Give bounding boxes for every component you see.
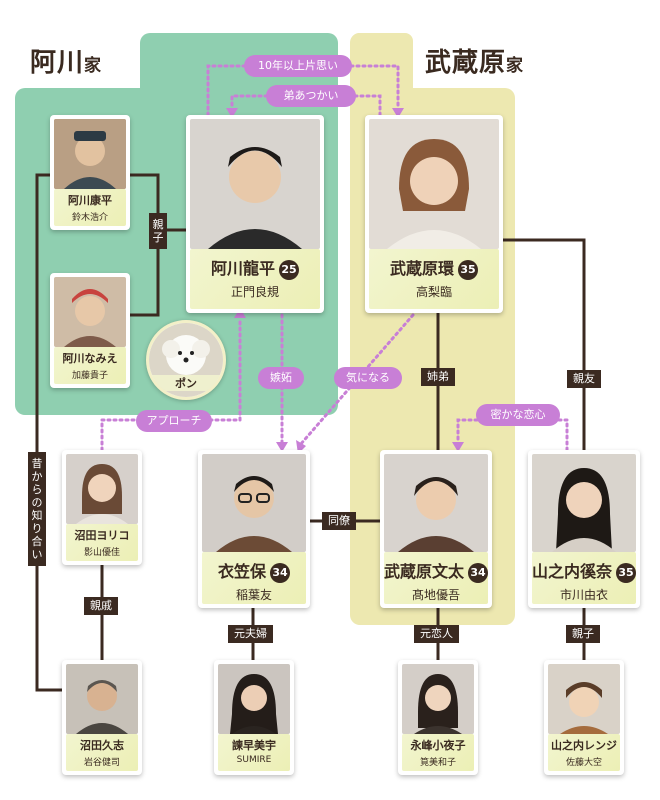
portrait-photo	[218, 664, 290, 734]
family-suffix: 家	[506, 56, 525, 76]
character-name: 山之内レンジ	[551, 739, 617, 752]
portrait-photo	[66, 454, 138, 524]
caption: 諫早美宇 SUMIRE	[218, 734, 290, 771]
character-name: 阿川康平	[68, 194, 112, 207]
relation-label-doryo: 同僚	[322, 512, 356, 530]
family-name: 阿川	[30, 48, 85, 78]
relation-label-shitei: 姉弟	[421, 368, 455, 386]
feeling-label-approach: アプローチ	[136, 410, 212, 432]
character-name: 沼田久志	[80, 739, 124, 752]
relation-label-shinyu: 親友	[567, 370, 601, 388]
feeling-label-shitto: 嫉妬	[258, 367, 304, 389]
character-card-renji[interactable]: 山之内レンジ 佐藤大空	[544, 660, 624, 775]
actor-name: 筧美和子	[419, 758, 456, 768]
age-badge: 35	[616, 562, 637, 583]
portrait-photo	[190, 119, 320, 249]
relation-label-shinseki: 親戚	[84, 597, 118, 615]
character-name: 沼田ヨリコ	[74, 529, 130, 542]
actor-name: 岩谷健司	[83, 758, 120, 768]
feeling-label-otouto: 弟あつかい	[266, 85, 356, 107]
family-name: 武蔵原	[425, 48, 507, 78]
caption: 沼田ヨリコ 影山優佳	[66, 524, 138, 561]
pet-name: ポン	[149, 375, 223, 391]
actor-name: SUMIRE	[236, 755, 272, 765]
character-name: 諫早美宇	[232, 739, 276, 752]
character-card-namie[interactable]: 阿川なみえ 加藤貴子	[50, 273, 130, 388]
family-title-musashihara: 武蔵原家	[425, 42, 524, 79]
portrait-photo	[369, 119, 499, 249]
feeling-label-kininaru: 気になる	[334, 367, 402, 389]
caption: 山之内レンジ 佐藤大空	[548, 734, 620, 771]
age-badge: 34	[468, 562, 489, 583]
relation-label-motofufu: 元夫婦	[228, 625, 273, 643]
age-badge: 34	[270, 562, 290, 583]
relation-label-oyako: 親子	[149, 213, 167, 249]
caption: 阿川康平 鈴木浩介	[54, 189, 126, 226]
character-name: 阿川龍平	[210, 259, 275, 278]
portrait-photo	[54, 119, 126, 189]
family-suffix: 家	[84, 56, 103, 76]
actor-name: 佐藤大空	[565, 758, 602, 768]
age-badge: 35	[458, 259, 478, 280]
actor-name: 加藤貴子	[71, 371, 108, 381]
portrait-photo	[532, 454, 636, 552]
character-card-hisashi[interactable]: 沼田久志 岩谷健司	[62, 660, 142, 775]
actor-name: 正門良規	[230, 284, 279, 299]
character-card-sayoko[interactable]: 永峰小夜子 筧美和子	[398, 660, 478, 775]
pet-circle-pon[interactable]: ポン	[146, 320, 226, 400]
portrait-photo	[66, 664, 138, 734]
character-name: 武蔵原環	[389, 259, 454, 278]
portrait-photo	[202, 454, 306, 552]
family-title-agawa: 阿川家	[30, 42, 102, 79]
portrait-photo	[548, 664, 620, 734]
relation-label-motokoibito: 元恋人	[414, 625, 459, 643]
feeling-label-kataomoi: 10年以上片思い	[244, 55, 352, 77]
feeling-label-hisoka: 密かな恋心	[476, 404, 560, 426]
character-card-miu[interactable]: 諫早美宇 SUMIRE	[214, 660, 294, 775]
character-name: 武蔵原文太	[384, 562, 465, 581]
character-card-kouhei[interactable]: 阿川康平 鈴木浩介	[50, 115, 130, 230]
age-badge: 25	[279, 259, 299, 280]
character-name: 衣笠保	[217, 562, 266, 581]
character-name: 永峰小夜子	[410, 739, 466, 752]
actor-name: 影山優佳	[83, 548, 120, 558]
caption: 永峰小夜子 筧美和子	[402, 734, 474, 771]
relation-label-oyako-2: 親子	[566, 625, 600, 643]
actor-name: 稲葉友	[235, 587, 272, 602]
actor-name: 髙地優吾	[411, 587, 460, 602]
character-name: 山之内徯奈	[532, 562, 613, 581]
actor-name: 鈴木浩介	[71, 213, 108, 223]
relation-label-mukashi: 昔からの知り合い	[28, 452, 46, 566]
actor-name: 高梨臨	[415, 284, 452, 299]
actor-name: 市川由衣	[559, 587, 608, 602]
character-name: 阿川なみえ	[62, 352, 118, 365]
portrait-photo	[54, 277, 126, 347]
caption: 沼田久志 岩谷健司	[66, 734, 138, 771]
portrait-photo	[402, 664, 474, 734]
character-card-yoriko[interactable]: 沼田ヨリコ 影山優佳	[62, 450, 142, 565]
portrait-photo	[384, 454, 488, 552]
caption: 阿川なみえ 加藤貴子	[54, 347, 126, 384]
